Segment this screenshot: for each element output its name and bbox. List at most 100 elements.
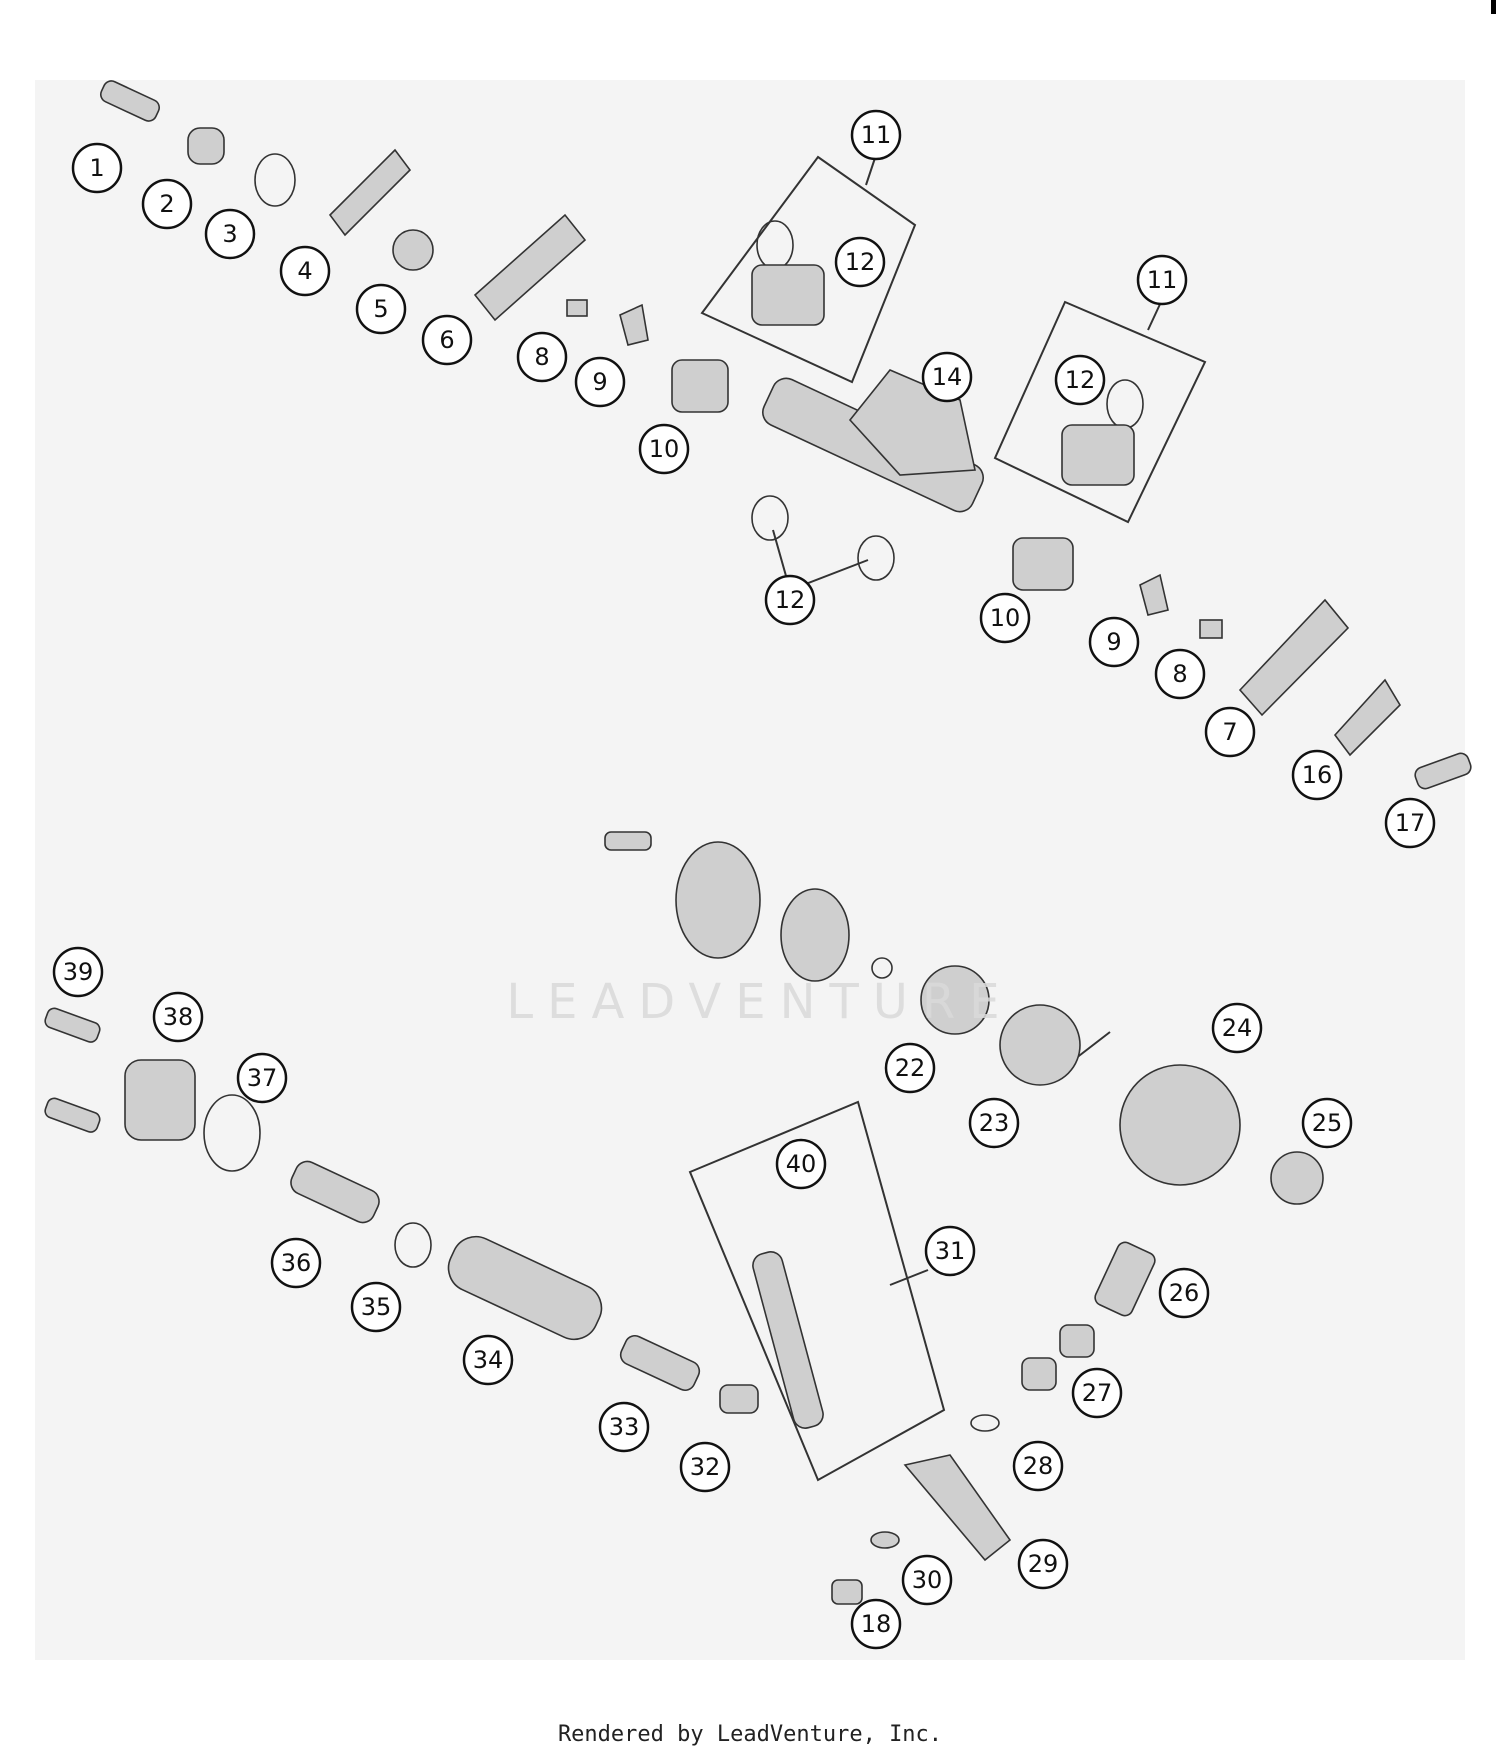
callout-circle bbox=[52, 946, 104, 998]
callout-label: 11 bbox=[861, 121, 892, 149]
callout-circle bbox=[1384, 797, 1436, 849]
callout-circle bbox=[764, 574, 816, 626]
shaft-part bbox=[1094, 1241, 1156, 1317]
callout-36: 36 bbox=[270, 1237, 322, 1289]
callout-12: 12 bbox=[764, 574, 816, 626]
callout-label: 1 bbox=[89, 154, 104, 182]
bearing-part bbox=[920, 965, 990, 1035]
callout-24: 24 bbox=[1211, 1002, 1263, 1054]
callout-label: 14 bbox=[932, 363, 963, 391]
housing-part bbox=[124, 1059, 196, 1141]
callout-circle bbox=[204, 208, 256, 260]
callout-label: 17 bbox=[1395, 809, 1426, 837]
group-box-11-right bbox=[993, 300, 1207, 524]
callout-label: 24 bbox=[1222, 1014, 1253, 1042]
callout-label: 9 bbox=[592, 368, 607, 396]
callout-label: 10 bbox=[649, 435, 680, 463]
bearing-part bbox=[999, 1004, 1081, 1086]
callout-3: 3 bbox=[204, 208, 256, 260]
callout-label: 36 bbox=[281, 1249, 312, 1277]
callout-circle bbox=[1017, 1538, 1069, 1590]
callout-circle bbox=[679, 1441, 731, 1493]
callout-14: 14 bbox=[921, 351, 973, 403]
callout-38: 38 bbox=[152, 991, 204, 1043]
callout-9: 9 bbox=[574, 356, 626, 408]
callout-5: 5 bbox=[355, 283, 407, 335]
callout-circle bbox=[850, 109, 902, 161]
group-box-31 bbox=[688, 1100, 946, 1482]
callout-label: 4 bbox=[297, 257, 312, 285]
callout-circle bbox=[574, 356, 626, 408]
callout-label: 12 bbox=[1065, 366, 1096, 394]
callout-12: 12 bbox=[1054, 354, 1106, 406]
callout-circle bbox=[1136, 254, 1188, 306]
callout-circle bbox=[1154, 648, 1206, 700]
group-boxes bbox=[688, 155, 1207, 1482]
callout-circle bbox=[1204, 706, 1256, 758]
spring-part bbox=[447, 1235, 603, 1341]
oring-part bbox=[751, 495, 789, 541]
screw-part bbox=[566, 299, 588, 317]
callout-10: 10 bbox=[979, 592, 1031, 644]
callout-label: 10 bbox=[990, 604, 1021, 632]
callout-circle bbox=[901, 1554, 953, 1606]
callout-8: 8 bbox=[1154, 648, 1206, 700]
plate-part bbox=[328, 148, 412, 237]
gear-part bbox=[780, 888, 850, 982]
callout-label: 12 bbox=[845, 248, 876, 276]
callout-circle bbox=[1054, 354, 1106, 406]
callouts: 1234568910111214111212109871617393837363… bbox=[52, 109, 1436, 1650]
callout-label: 29 bbox=[1028, 1550, 1059, 1578]
washer-part bbox=[970, 1414, 1000, 1432]
pedal-part bbox=[903, 1454, 1012, 1562]
callout-label: 8 bbox=[534, 343, 549, 371]
valve-part bbox=[1061, 424, 1135, 486]
callout-circle bbox=[152, 991, 204, 1043]
callout-label: 38 bbox=[163, 1003, 194, 1031]
sleeve-part bbox=[671, 359, 729, 413]
callout-label: 25 bbox=[1312, 1109, 1343, 1137]
washer-part bbox=[392, 229, 434, 271]
bushing-part bbox=[187, 127, 225, 165]
spring-part bbox=[254, 153, 296, 207]
callout-circle bbox=[1211, 1002, 1263, 1054]
callout-label: 34 bbox=[473, 1346, 504, 1374]
callout-6: 6 bbox=[421, 314, 473, 366]
callout-circle bbox=[1301, 1097, 1353, 1149]
callout-circle bbox=[598, 1401, 650, 1453]
callout-label: 8 bbox=[1172, 660, 1187, 688]
callout-16: 16 bbox=[1291, 749, 1343, 801]
callout-30: 30 bbox=[901, 1554, 953, 1606]
callout-circle bbox=[979, 592, 1031, 644]
callout-circle bbox=[1071, 1367, 1123, 1419]
clip-part bbox=[619, 303, 649, 346]
callout-circle bbox=[1012, 1440, 1064, 1492]
callout-label: 28 bbox=[1023, 1452, 1054, 1480]
guide-part bbox=[719, 1384, 759, 1414]
plate-part bbox=[1333, 678, 1402, 757]
callout-label: 22 bbox=[895, 1054, 926, 1082]
callout-circle bbox=[834, 236, 886, 288]
washer-part bbox=[871, 957, 893, 979]
callout-label: 26 bbox=[1169, 1279, 1200, 1307]
callout-circle bbox=[516, 331, 568, 383]
callout-circle bbox=[71, 142, 123, 194]
callout-32: 32 bbox=[679, 1441, 731, 1493]
callout-label: 27 bbox=[1082, 1379, 1113, 1407]
callout-label: 3 bbox=[222, 220, 237, 248]
callout-circle bbox=[924, 1225, 976, 1277]
callout-31: 31 bbox=[924, 1225, 976, 1277]
callout-circle bbox=[141, 178, 193, 230]
callout-28: 28 bbox=[1012, 1440, 1064, 1492]
callout-label: 37 bbox=[247, 1064, 278, 1092]
callout-label: 9 bbox=[1106, 628, 1121, 656]
callout-35: 35 bbox=[350, 1281, 402, 1333]
callout-circle bbox=[775, 1138, 827, 1190]
callout-27: 27 bbox=[1071, 1367, 1123, 1419]
kick-gear-part bbox=[1119, 1064, 1241, 1186]
bolt-part bbox=[604, 831, 652, 851]
watermark: LEADVENTURE bbox=[506, 974, 1014, 1030]
bolt-part bbox=[99, 80, 161, 122]
callout-circle bbox=[1088, 616, 1140, 668]
